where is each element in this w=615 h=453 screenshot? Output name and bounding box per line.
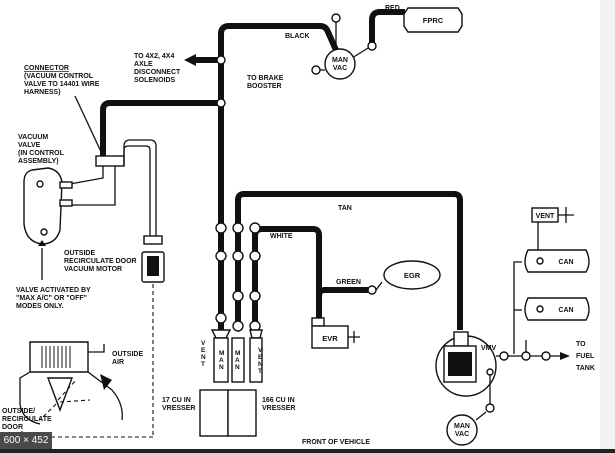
svg-text:RECIRCULATE DOOR: RECIRCULATE DOOR (64, 258, 137, 265)
vmv-label: VMV (481, 345, 497, 352)
black-label: BLACK (285, 33, 310, 40)
outside-air-arrow-icon (100, 374, 112, 390)
fprc-label: FPRC (423, 16, 444, 25)
svg-text:"MAX A/C" OR "OFF": "MAX A/C" OR "OFF" (16, 295, 87, 302)
vacuum-valve-label: VACUUM VALVE (IN CONTROL ASSEMBLY) (18, 134, 65, 165)
svg-text:FUEL: FUEL (576, 353, 595, 360)
green-hose (316, 287, 368, 318)
res-166-label: 166 CU IN VRESSER (262, 397, 295, 412)
svg-text:MAN: MAN (235, 350, 240, 371)
valve-arrow-icon (38, 240, 46, 246)
connector-hose (100, 100, 221, 156)
connector-label: CONNECTOR (VACUUM CONTROL VALVE TO 14401… (24, 65, 100, 96)
outside-recirculate-door-label: OUTSIDE/ RECIRCULATE DOOR (2, 408, 52, 431)
can-upper: CAN (524, 249, 590, 273)
black-hose (218, 23, 339, 228)
can-lower-label: CAN (558, 307, 573, 314)
evr-label: EVR (322, 334, 338, 343)
svg-text:VALVE: VALVE (18, 142, 41, 149)
svg-text:AIR: AIR (112, 359, 124, 366)
svg-text:VALVE ACTIVATED BY: VALVE ACTIVATED BY (16, 287, 91, 294)
svg-text:SOLENOIDS: SOLENOIDS (134, 77, 176, 84)
svg-text:OUTSIDE/: OUTSIDE/ (2, 408, 35, 415)
svg-text:VACUUM: VACUUM (18, 134, 48, 141)
svg-text:(VACUUM CONTROL: (VACUUM CONTROL (24, 73, 94, 80)
to-brake-booster-line1: TO BRAKE (247, 75, 284, 82)
tan-label: TAN (338, 205, 352, 212)
valve-activated-label: VALVE ACTIVATED BY "MAX A/C" OR "OFF" MO… (16, 287, 91, 310)
hose-joints (215, 13, 377, 332)
to-brake-booster-line2: BOOSTER (247, 83, 282, 90)
man-vac-top: MAN VAC (320, 22, 369, 80)
svg-text:TO: TO (576, 341, 586, 348)
page-edge-strip (600, 0, 615, 453)
svg-text:OUTSIDE: OUTSIDE (64, 250, 95, 257)
svg-text:VENT: VENT (258, 347, 263, 375)
svg-text:VALVE TO 14401 WIRE: VALVE TO 14401 WIRE (24, 81, 100, 88)
outside-air-label: OUTSIDE AIR (112, 351, 143, 366)
front-of-vehicle-label: FRONT OF VEHICLE (302, 439, 370, 446)
svg-text:RECIRCULATE: RECIRCULATE (2, 416, 52, 423)
man-vac-bottom: MAN VAC (446, 403, 495, 446)
tan-hose (235, 191, 463, 330)
svg-text:VRESSER: VRESSER (162, 405, 195, 412)
res-17-label: 17 CU IN VRESSER (162, 397, 195, 412)
red-hose (369, 9, 405, 46)
egr-label: EGR (404, 271, 421, 280)
svg-text:DISCONNECT: DISCONNECT (134, 69, 181, 76)
svg-text:AXLE: AXLE (134, 61, 153, 68)
outside-recirculate-motor (141, 235, 165, 283)
white-hose (252, 226, 322, 318)
svg-text:OUTSIDE: OUTSIDE (112, 351, 143, 358)
svg-text:VACUUM MOTOR: VACUUM MOTOR (64, 266, 122, 273)
man-vac-top-line2: VAC (333, 65, 347, 72)
air-door-assembly (19, 341, 123, 425)
white-label: WHITE (270, 233, 293, 240)
svg-text:TANK: TANK (576, 365, 595, 372)
vent-box-label: VENT (536, 213, 555, 220)
to-4x2-label: TO 4X2, 4X4 AXLE DISCONNECT SOLENOIDS (134, 53, 181, 84)
svg-text:166 CU IN: 166 CU IN (262, 397, 295, 404)
vent-box: VENT (531, 207, 574, 223)
can-upper-label: CAN (558, 259, 573, 266)
vacuum-valve (23, 167, 73, 245)
green-label: GREEN (336, 279, 361, 286)
red-label: RED (385, 5, 400, 12)
can-lower: CAN (524, 297, 590, 321)
evr-component: EVR (311, 317, 360, 349)
page-bottom-strip (0, 449, 615, 453)
connector-leader (74, 95, 104, 157)
svg-text:CONNECTOR: CONNECTOR (24, 65, 69, 72)
svg-text:VRESSER: VRESSER (262, 405, 295, 412)
fprc-component: FPRC (403, 7, 463, 33)
svg-text:VAC: VAC (455, 431, 469, 438)
egr-component: EGR (375, 260, 441, 291)
svg-text:HARNESS): HARNESS) (24, 89, 61, 96)
man-vac-top-line1: MAN (332, 57, 348, 64)
svg-text:TO 4X2, 4X4: TO 4X2, 4X4 (134, 53, 174, 60)
connector-block (69, 139, 157, 236)
vmv-component: VMV (435, 331, 510, 397)
svg-text:ASSEMBLY): ASSEMBLY) (18, 158, 59, 165)
image-size-badge: 600 × 452 (0, 432, 52, 449)
svg-text:MAN: MAN (219, 350, 224, 371)
svg-text:MODES ONLY.: MODES ONLY. (16, 303, 64, 310)
axle-arrow-icon (184, 54, 196, 66)
svg-text:DOOR: DOOR (2, 424, 23, 431)
can-connectors (499, 261, 570, 361)
svg-text:MAN: MAN (454, 423, 470, 430)
svg-text:(IN CONTROL: (IN CONTROL (18, 150, 65, 157)
to-fuel-tank-label: TO FUEL TANK (576, 341, 595, 372)
svg-text:17 CU IN: 17 CU IN (162, 397, 191, 404)
outside-recirculate-motor-label: OUTSIDE RECIRCULATE DOOR VACUUM MOTOR (64, 250, 137, 273)
